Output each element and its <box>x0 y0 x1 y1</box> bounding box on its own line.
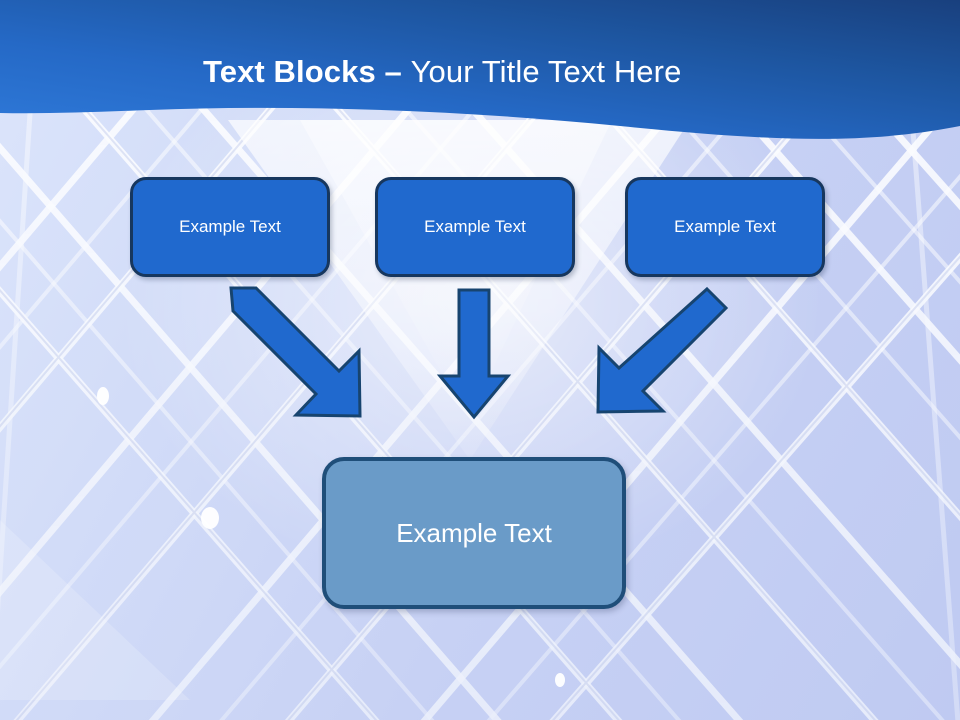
text-block-3[interactable]: Example Text <box>625 177 825 277</box>
page-title: Text Blocks – Your Title Text Here <box>203 52 903 92</box>
page-title-dash: – <box>375 54 411 89</box>
text-block-3-label: Example Text <box>674 217 776 236</box>
text-block-1-label: Example Text <box>179 217 281 236</box>
result-text-block[interactable]: Example Text <box>322 457 626 609</box>
text-block-2-label: Example Text <box>424 217 526 236</box>
text-block-1[interactable]: Example Text <box>130 177 330 277</box>
page-title-light: Your Title Text Here <box>410 54 682 89</box>
result-text-block-label: Example Text <box>396 517 552 548</box>
page-title-strong: Text Blocks <box>203 54 376 89</box>
text-block-2[interactable]: Example Text <box>375 177 575 277</box>
